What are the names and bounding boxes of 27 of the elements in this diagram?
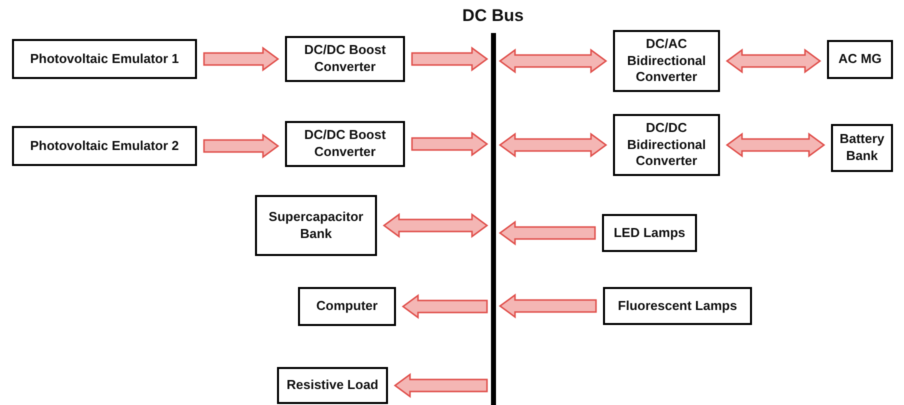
block-box: Fluorescent Lamps	[603, 287, 752, 325]
block-arrow	[498, 132, 608, 158]
block-box: DC/DC Boost Converter	[285, 121, 405, 167]
block-box: Supercapacitor Bank	[255, 195, 377, 256]
block-box: DC/DC Bidirectional Converter	[613, 114, 720, 176]
block-arrow	[498, 294, 597, 318]
block-arrow	[382, 213, 488, 238]
block-box: Photovoltaic Emulator 2	[12, 126, 197, 166]
block-arrow	[411, 46, 488, 72]
block-box: Battery Bank	[831, 124, 893, 172]
block-arrow	[203, 134, 280, 158]
block-arrow	[498, 220, 596, 246]
block-box: AC MG	[827, 40, 893, 79]
block-arrow	[411, 132, 488, 156]
block-arrow	[726, 132, 826, 158]
block-box: DC/AC Bidirectional Converter	[613, 30, 720, 92]
block-box: Computer	[298, 287, 396, 326]
block-arrow	[498, 48, 608, 74]
block-arrow	[394, 373, 488, 398]
block-box: DC/DC Boost Converter	[285, 36, 405, 82]
block-box: LED Lamps	[602, 214, 697, 252]
block-arrow	[726, 48, 822, 74]
block-box: Resistive Load	[277, 367, 388, 404]
block-arrow	[203, 46, 280, 72]
bus-label: DC Bus	[461, 5, 525, 27]
block-box: Photovoltaic Emulator 1	[12, 39, 197, 79]
block-arrow	[402, 294, 488, 319]
